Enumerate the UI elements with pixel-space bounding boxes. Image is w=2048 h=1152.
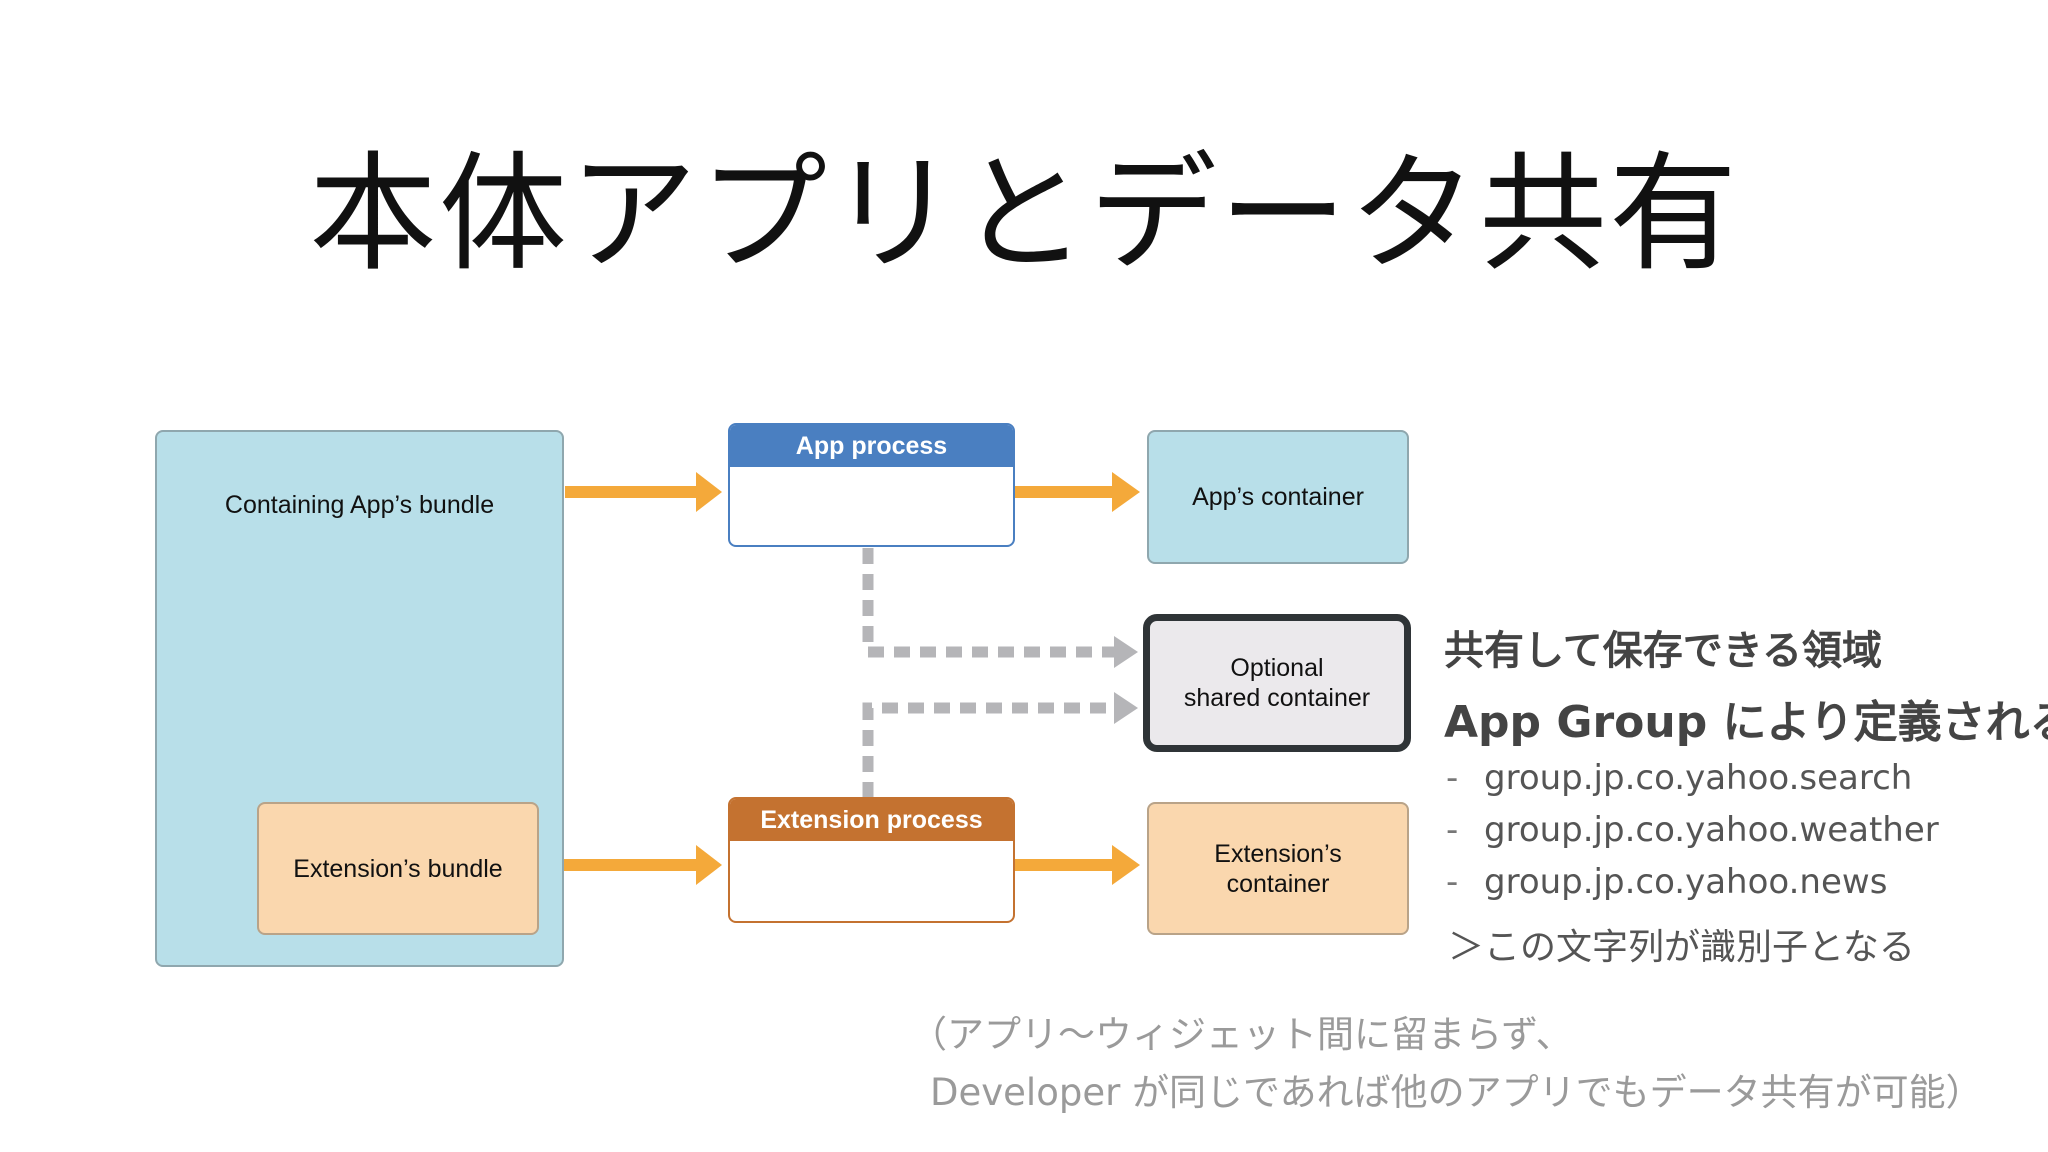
- extension-container: Extension’s container: [1147, 802, 1409, 935]
- dashed-extension-to-shared: [862, 702, 1118, 798]
- dashed-app-to-shared: [862, 548, 1118, 658]
- shared-container-line2: shared container: [1183, 684, 1371, 712]
- extension-process: Extension process: [728, 797, 1015, 923]
- note-shared-area: 共有して保存できる領域: [1444, 628, 1882, 674]
- extension-container-line2: container: [1226, 869, 1330, 898]
- arrow-extension-process-to-container: [1015, 845, 1140, 885]
- app-container-label: App’s container: [1192, 483, 1364, 511]
- page-title: 本体アプリとデータ共有: [308, 140, 1739, 289]
- app-group-list: -group.jp.co.yahoo.search -group.jp.co.y…: [1446, 758, 1939, 914]
- footnote-line1: （アプリ〜ウィジェット間に留まらず、: [910, 1013, 1573, 1056]
- extension-bundle: Extension’s bundle: [257, 802, 539, 935]
- extension-process-header: Extension process: [730, 799, 1013, 841]
- arrow-bundle-to-app-process: [565, 472, 722, 512]
- app-process-header: App process: [730, 425, 1013, 467]
- arrow-extension-bundle-to-process: [538, 845, 722, 885]
- dashed-arrowhead-extension: [1114, 692, 1138, 724]
- app-container: App’s container: [1147, 430, 1409, 564]
- optional-shared-container: Optional shared container: [1143, 614, 1411, 752]
- shared-container-line1: Optional: [1230, 654, 1324, 682]
- note-identifier: ＞この文字列が識別子となる: [1448, 927, 1915, 968]
- note-app-group: App Group により定義される: [1444, 697, 2048, 748]
- list-item: -group.jp.co.yahoo.news: [1446, 862, 1888, 902]
- footnote-line2: Developer が同じであれば他のアプリでもデータ共有が可能）: [930, 1071, 1983, 1114]
- extension-container-line1: Extension’s: [1214, 839, 1342, 868]
- arrow-app-process-to-container: [1015, 472, 1140, 512]
- extension-bundle-label: Extension’s bundle: [293, 854, 503, 883]
- containing-app-bundle-label: Containing App’s bundle: [224, 491, 495, 519]
- list-item: -group.jp.co.yahoo.search: [1446, 758, 1913, 798]
- dashed-arrowhead-app: [1114, 636, 1138, 668]
- list-item: -group.jp.co.yahoo.weather: [1446, 810, 1939, 850]
- app-process: App process: [728, 423, 1015, 547]
